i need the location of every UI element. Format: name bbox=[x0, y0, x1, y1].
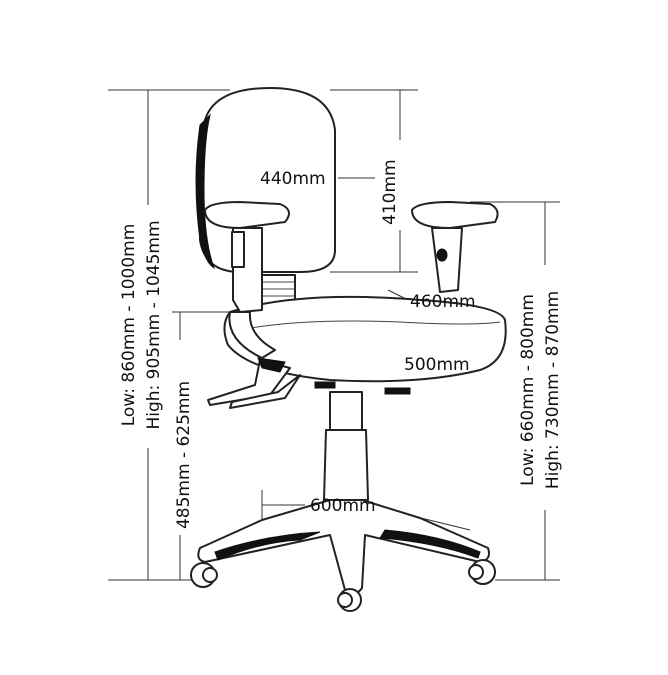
overall-height-high-label: High: 905mm - 1045mm bbox=[144, 220, 164, 429]
back-width-label: 440mm bbox=[260, 169, 326, 189]
back-height-label: 410mm bbox=[380, 159, 400, 225]
arm-height-low-label: Low: 660mm - 800mm bbox=[518, 294, 538, 486]
casters bbox=[190, 559, 496, 612]
base-width-label: 600mm bbox=[310, 496, 376, 516]
left-armrest bbox=[204, 201, 290, 359]
seat-depth-label: 460mm bbox=[410, 292, 476, 312]
right-armrest bbox=[411, 201, 499, 293]
backrest-edge bbox=[195, 113, 215, 270]
seat-height-label: 485mm - 625mm bbox=[174, 381, 194, 529]
arm-height-high-label: High: 730mm - 870mm bbox=[543, 291, 563, 489]
gas-cylinder bbox=[329, 391, 363, 431]
overall-height-low-label: Low: 860mm - 1000mm bbox=[119, 224, 139, 427]
chair-seat bbox=[223, 295, 507, 383]
seat-width-label: 500mm bbox=[404, 355, 470, 375]
